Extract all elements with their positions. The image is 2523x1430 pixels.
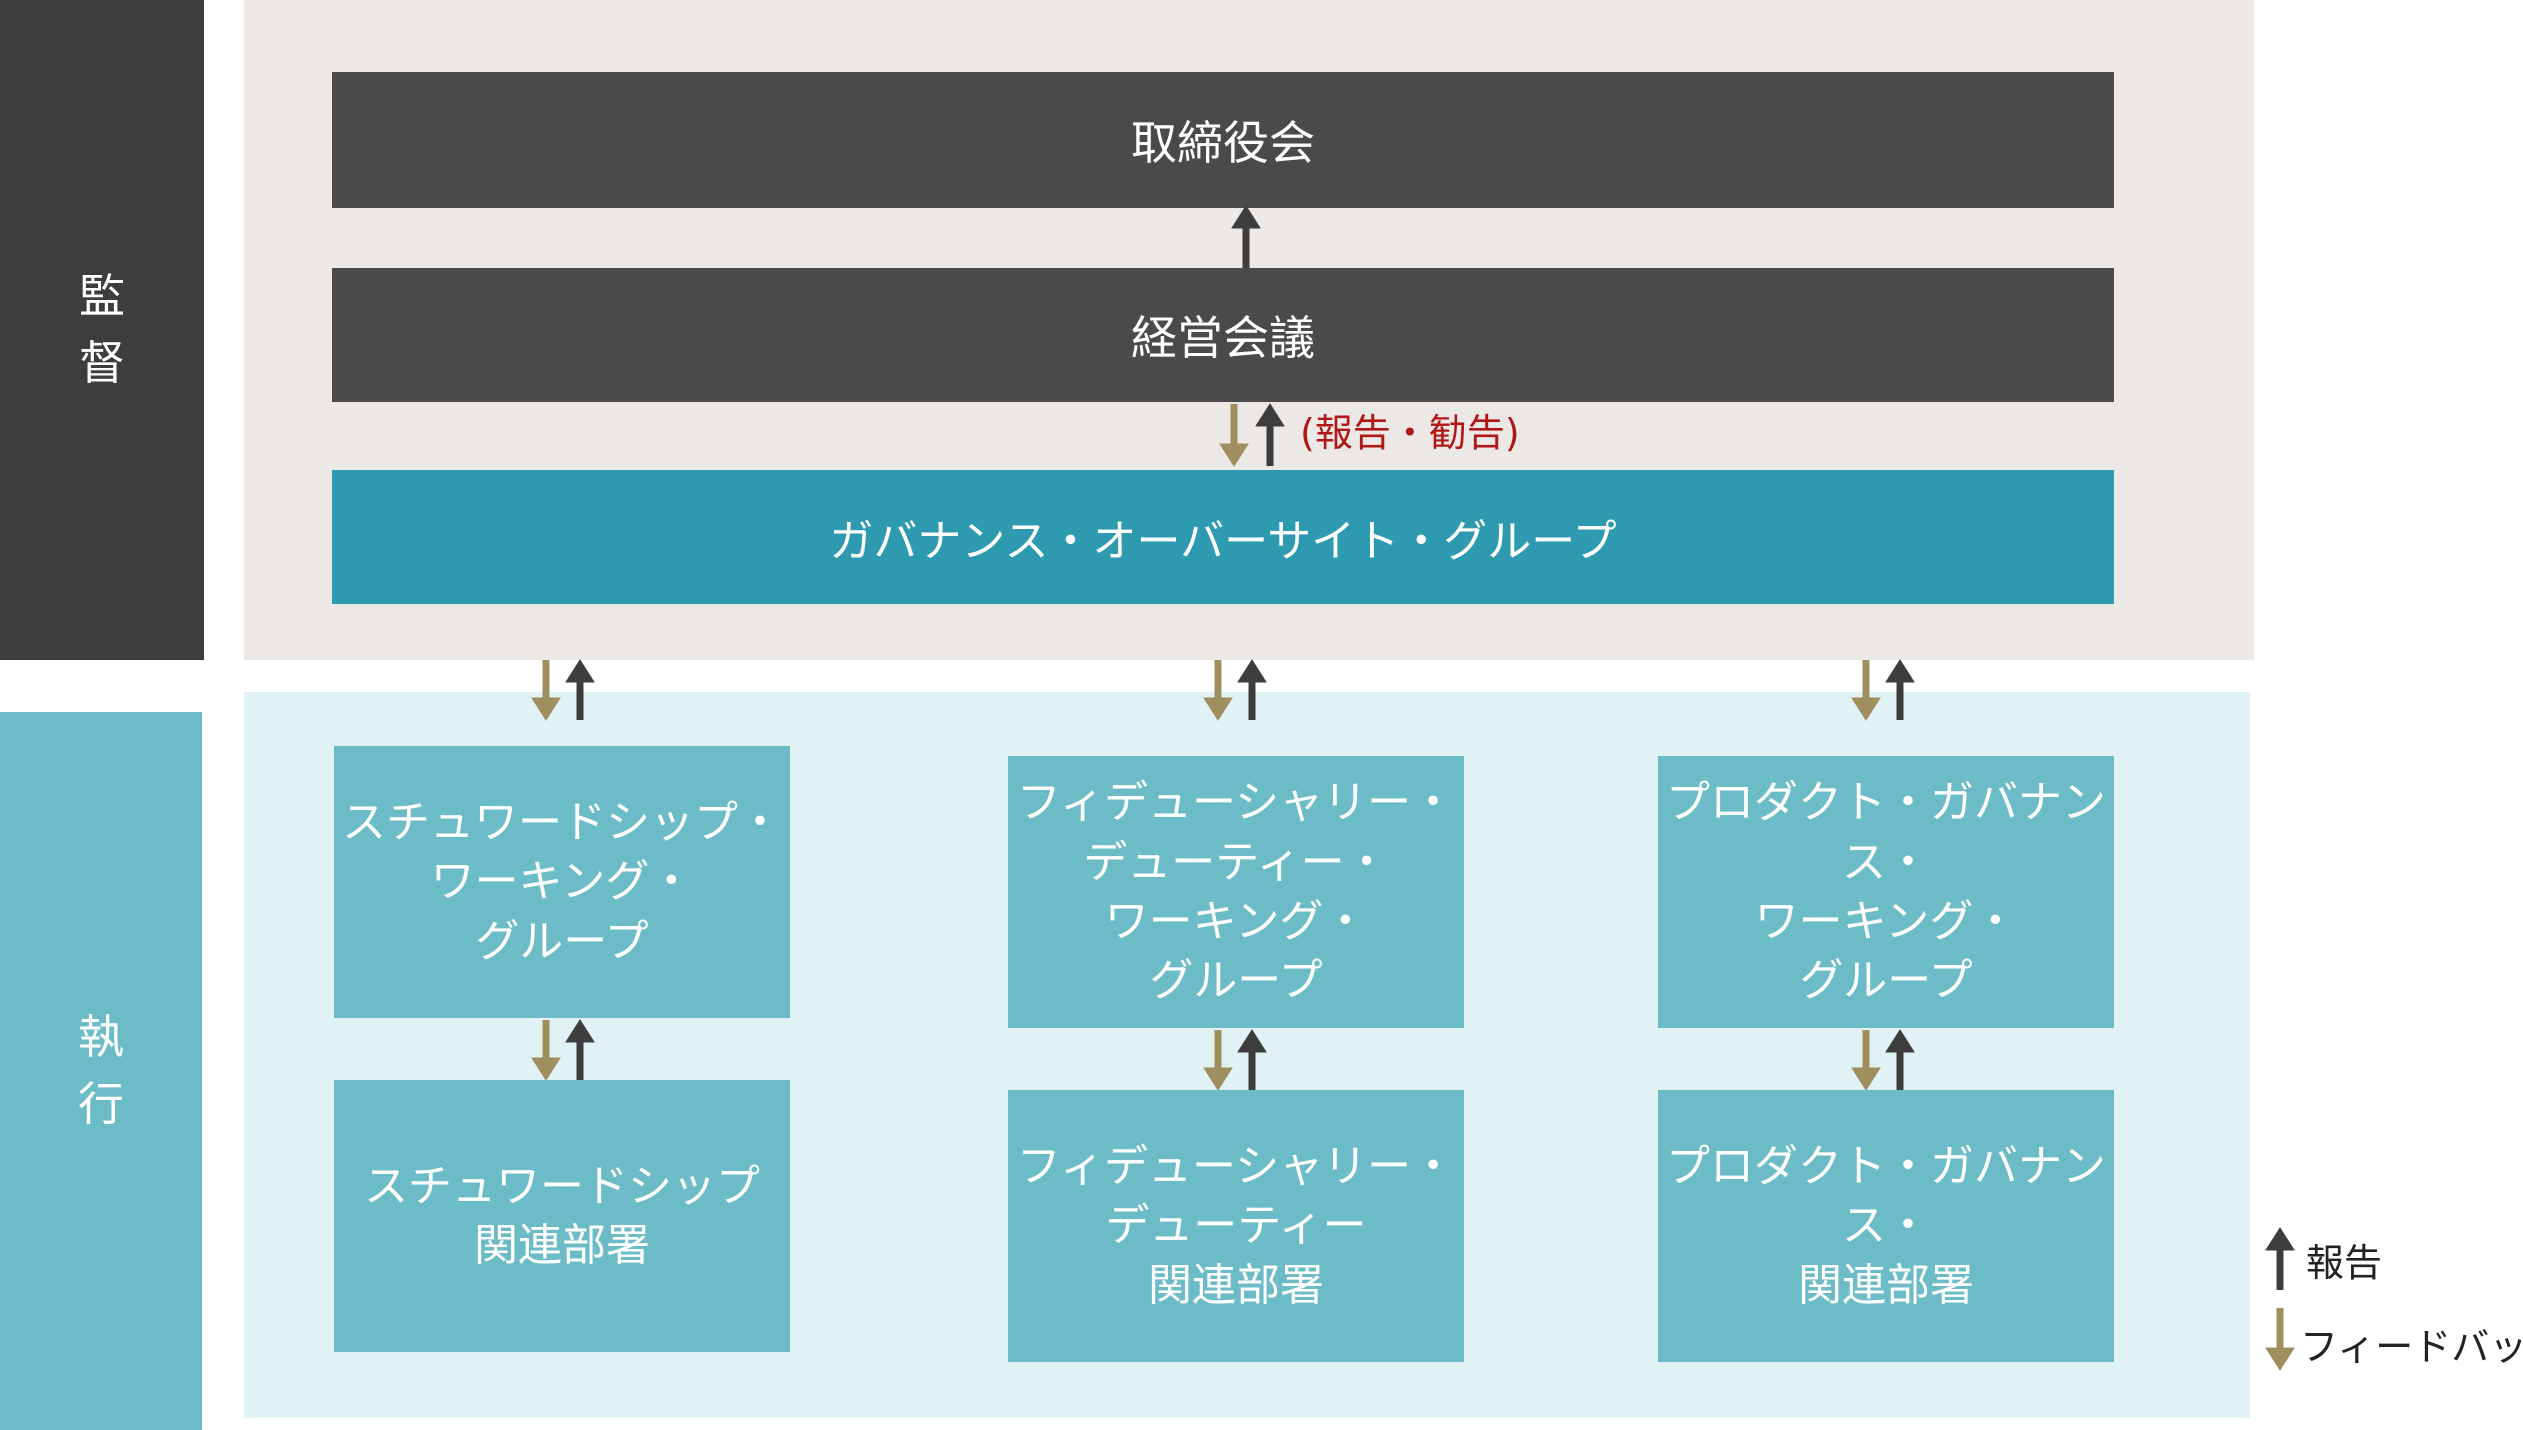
report-recommendation-note: (報告・勧告) [1300, 411, 1520, 455]
department-label-product-governance: プロダクト・ガバナンス・ 関連部署 [1666, 1140, 2106, 1311]
execution-band: 執 行 [0, 712, 202, 1430]
working-group-label-stewardship: スチュワードシップ・ ワーキング・ グループ [342, 796, 782, 967]
down-arrow-feedback-oversight [1219, 404, 1249, 467]
department-box-fiduciary: フィデューシャリー・ デューティー 関連部署 [1008, 1090, 1464, 1362]
legend-report-label: 報告 [2306, 1241, 2383, 1285]
supervision-char-1: 監 [79, 269, 125, 324]
department-label-fiduciary: フィデューシャリー・ デューティー 関連部署 [1016, 1140, 1456, 1311]
execution-char-1: 執 [78, 1010, 124, 1065]
working-group-label-fiduciary: フィデューシャリー・ デューティー・ ワーキング・ グループ [1016, 777, 1456, 1007]
working-group-box-product-governance: プロダクト・ガバナンス・ ワーキング・ グループ [1658, 756, 2114, 1028]
up-arrow-report-dept3 [1885, 1029, 1915, 1090]
up-arrow-report-wg1 [565, 659, 595, 720]
working-group-label-product-governance: プロダクト・ガバナンス・ ワーキング・ グループ [1666, 777, 2106, 1007]
management-meeting-label: 経営会議 [1131, 311, 1315, 365]
oversight-group-box: ガバナンス・オーバーサイト・グループ [332, 470, 2114, 604]
down-arrow-feedback-dept1 [531, 1020, 561, 1081]
down-arrow-feedback-wg1 [531, 660, 561, 721]
working-group-box-stewardship: スチュワードシップ・ ワーキング・ グループ [334, 746, 790, 1018]
board-box: 取締役会 [332, 72, 2114, 208]
up-arrow-report-board [1231, 205, 1261, 268]
down-arrow-feedback-dept2 [1203, 1030, 1233, 1091]
up-arrow-report-wg3 [1885, 659, 1915, 720]
down-arrow-feedback-wg2 [1203, 660, 1233, 721]
up-arrow-report-dept1 [565, 1019, 595, 1080]
down-arrow-feedback-dept3 [1851, 1030, 1881, 1091]
execution-char-2: 行 [78, 1077, 124, 1131]
legend-report-arrow [2265, 1227, 2295, 1290]
supervision-char-2: 督 [79, 336, 125, 390]
legend-feedback-label: フィードバック [2300, 1325, 2523, 1369]
up-arrow-report-wg2 [1237, 659, 1267, 720]
legend-feedback-arrow [2265, 1308, 2295, 1371]
department-box-stewardship: スチュワードシップ 関連部署 [334, 1080, 790, 1352]
department-box-product-governance: プロダクト・ガバナンス・ 関連部署 [1658, 1090, 2114, 1362]
up-arrow-report-management [1255, 403, 1285, 466]
supervision-band: 監 督 [0, 0, 204, 660]
management-meeting-box: 経営会議 [332, 268, 2114, 402]
down-arrow-feedback-wg3 [1851, 660, 1881, 721]
up-arrow-report-dept2 [1237, 1029, 1267, 1090]
oversight-group-label: ガバナンス・オーバーサイト・グループ [829, 516, 1617, 567]
department-label-stewardship: スチュワードシップ 関連部署 [364, 1160, 760, 1271]
working-group-box-fiduciary: フィデューシャリー・ デューティー・ ワーキング・ グループ [1008, 756, 1464, 1028]
board-label: 取締役会 [1131, 116, 1315, 170]
